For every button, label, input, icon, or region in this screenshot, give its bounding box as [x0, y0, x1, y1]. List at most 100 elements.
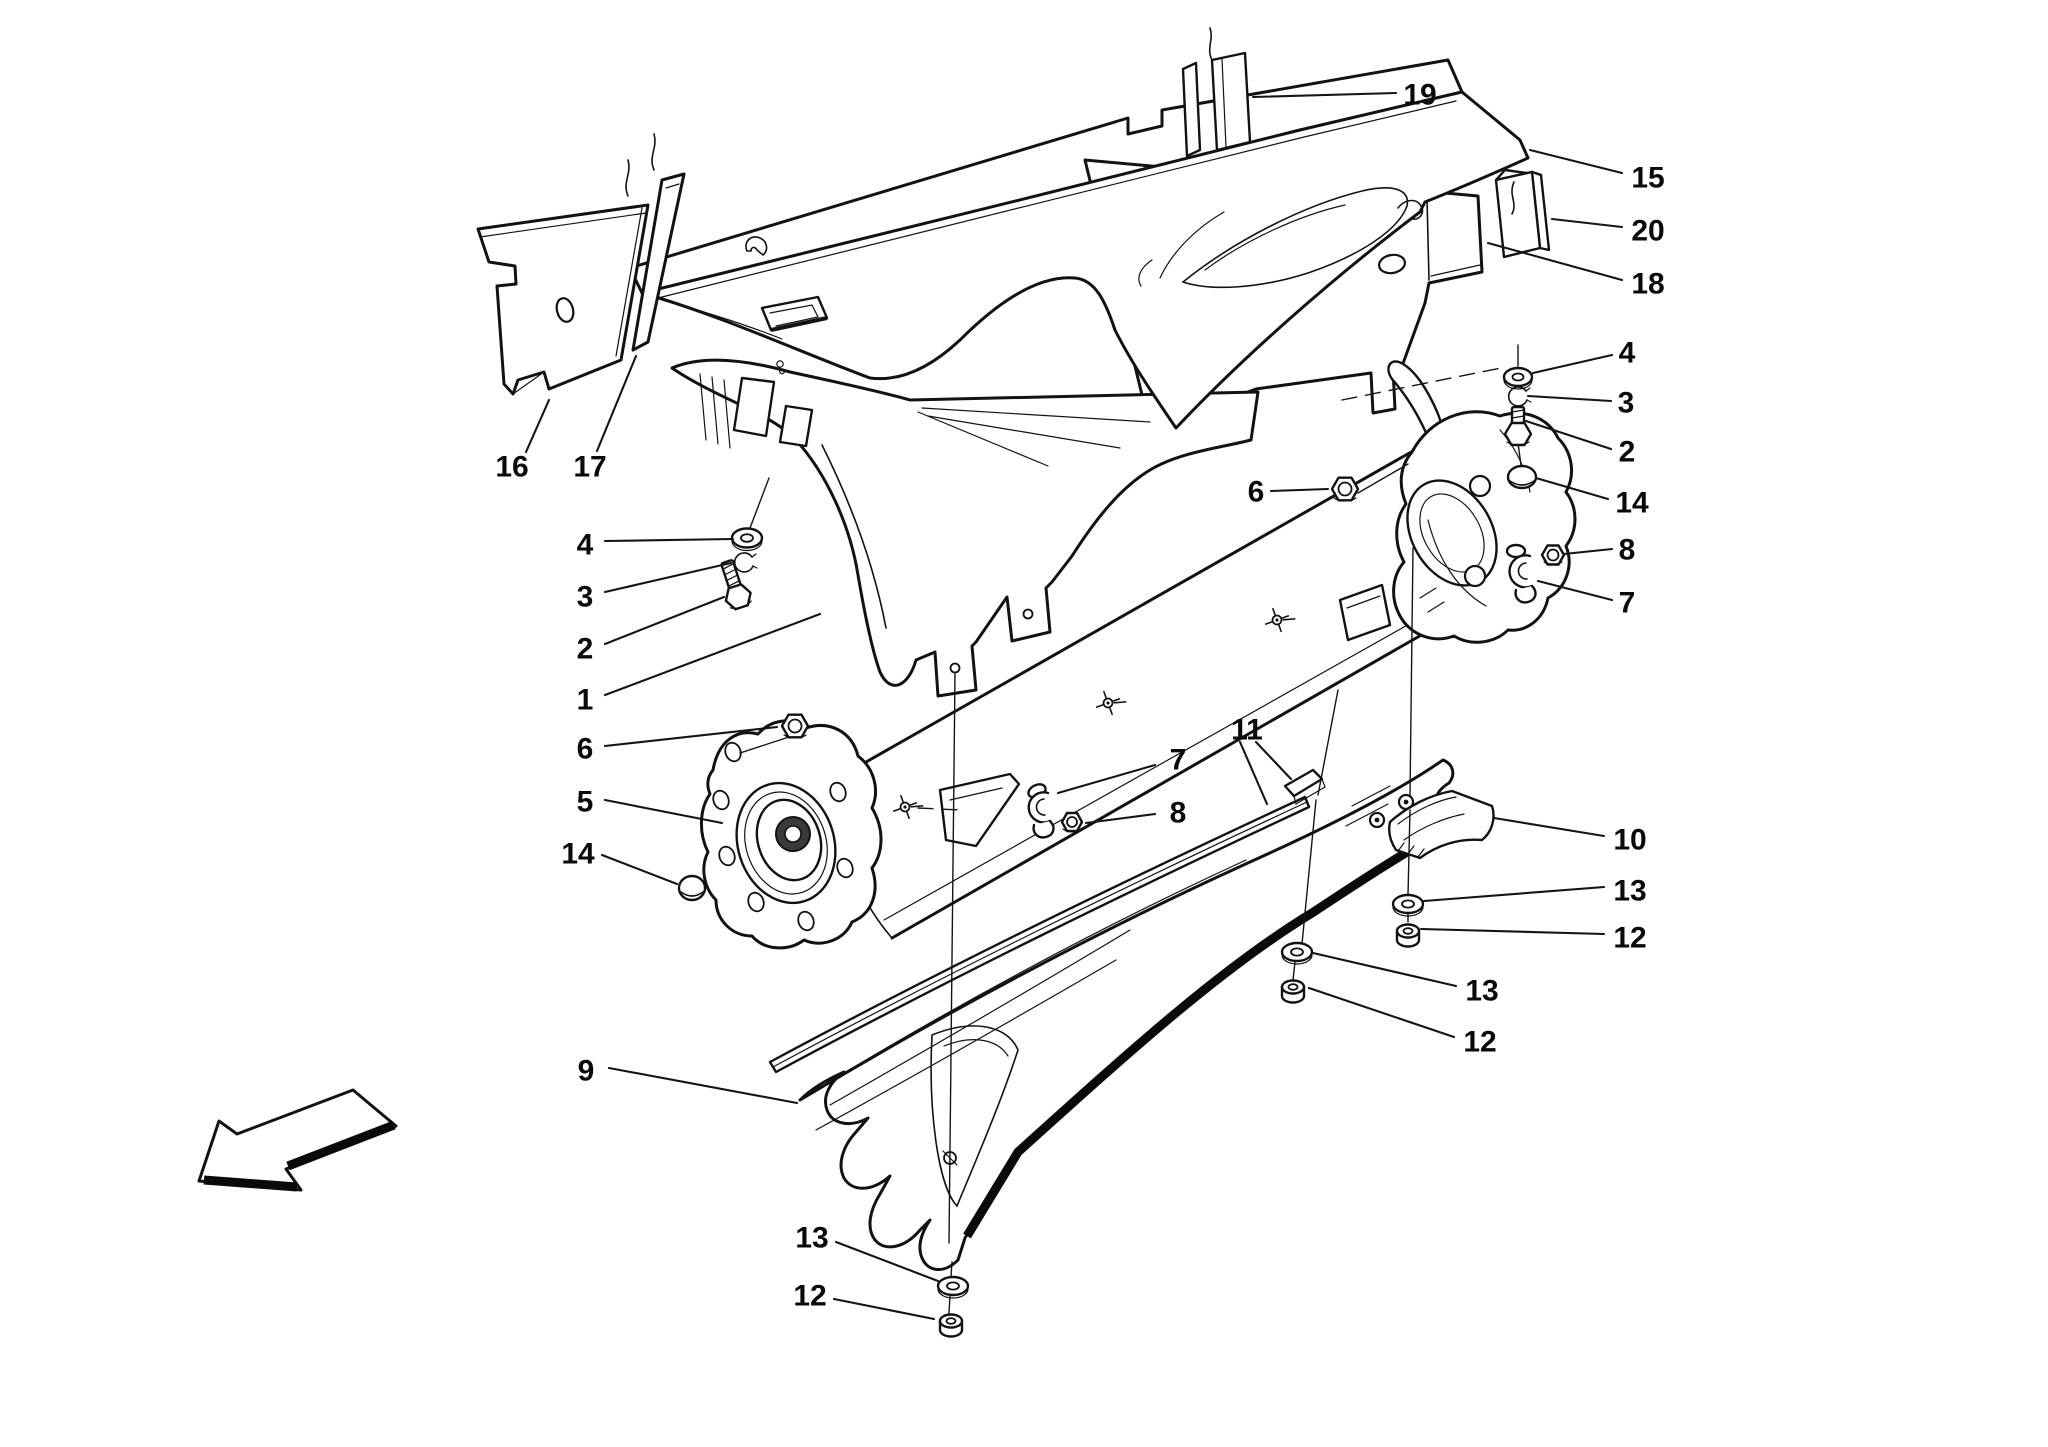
strip-19-b [1210, 51, 1252, 152]
panel-16-right-thickness [615, 207, 643, 357]
leader-2-0 [603, 595, 726, 646]
callout-c16: 16 [495, 451, 528, 484]
callout-c4L: 4 [577, 529, 594, 562]
tunnel-1-outline [670, 358, 1260, 698]
shield-9-arch [930, 1025, 1019, 1208]
cover-15-hump [1181, 187, 1409, 289]
callout-c13R: 13 [1613, 875, 1646, 908]
callout-c7M: 7 [1170, 744, 1187, 777]
shield-9-flow-2 [815, 959, 1117, 1131]
mesh-grille-b [778, 404, 814, 448]
leader-4-0 [603, 537, 735, 543]
cover-15-swirl-2 [1138, 259, 1153, 287]
cover-15-front-line [661, 299, 783, 340]
leader-18-0 [1486, 241, 1624, 282]
heat-strip-19 [1181, 27, 1252, 158]
cover-15-back-thickness [649, 100, 1457, 301]
leader-7-0 [1056, 763, 1157, 795]
callout-c14L: 14 [561, 838, 595, 871]
lock-washer-3-left [733, 552, 758, 573]
flange-hole-7 [829, 781, 847, 803]
axis-p1-mid [1407, 809, 1411, 896]
tube-body [852, 447, 1500, 938]
block-20-flame [1511, 181, 1515, 215]
axis-6r [1357, 463, 1409, 494]
bracket-hatch-1 [1419, 587, 1437, 599]
panel-16-flame [625, 159, 630, 197]
bolt-2-right [1503, 405, 1533, 447]
divider-panel-17 [631, 133, 686, 352]
axis-p3-long [948, 673, 956, 1244]
plate-10-line-1 [1397, 796, 1457, 825]
leader-15-0 [1528, 148, 1624, 175]
leader-7-0 [1536, 579, 1614, 602]
tube-flap-a [938, 772, 1021, 848]
leader-10-0 [1492, 816, 1606, 838]
direction-arrow-group [197, 1088, 398, 1192]
top-cover-15 [640, 90, 1530, 430]
axis-dash-screw [917, 807, 961, 811]
strip-11a-inner [772, 801, 1308, 1068]
panel-17-flame [651, 133, 656, 171]
flange-boss-inner [744, 791, 828, 895]
leader-5-0 [603, 798, 724, 825]
arrow-shadow-edge-0 [286, 1120, 396, 1171]
tunnel-tab-hole-2 [949, 662, 961, 674]
tunnel-s-curve [821, 444, 887, 629]
axis-p2-mid [1301, 799, 1317, 945]
shield-9-shadow-edge [963, 826, 1447, 1239]
callout-c8M: 8 [1170, 797, 1187, 830]
block-20-front [1494, 170, 1542, 259]
cover-15-swirl-1 [1159, 211, 1225, 279]
leader-13-0 [1422, 885, 1606, 903]
callout-c2R: 2 [1619, 436, 1636, 469]
nut-12-bottom [938, 1313, 964, 1338]
bracket-ear-hole-bottom [1463, 564, 1487, 588]
washer-13-bottom [936, 1275, 970, 1299]
tube-top-edge [850, 445, 1422, 772]
strip-19-a [1181, 61, 1202, 158]
axis-dash-18 [1341, 366, 1507, 401]
strip-19-flame [1208, 27, 1213, 61]
leader-3-0 [603, 561, 733, 594]
tunnel-tab-hole-1 [1022, 608, 1034, 620]
leader-3-0 [1526, 394, 1613, 403]
axis-6l [739, 736, 790, 754]
leader-13-0 [834, 1240, 940, 1283]
mesh-grille-a [732, 376, 776, 438]
leader-6-0 [1269, 487, 1330, 493]
leader-11-0 [1238, 740, 1269, 806]
callout-c14R: 14 [1615, 487, 1649, 520]
tunnel-fan-2 [927, 415, 1121, 449]
washer-13-right [1391, 893, 1425, 917]
lock-washer-3-right [1507, 386, 1532, 407]
anchor-mark-icon [776, 360, 786, 375]
flange-hole-5 [797, 910, 815, 932]
bracket-ear-hole-top [1468, 474, 1492, 498]
tunnel-fan-3 [917, 411, 1049, 467]
leader-14-0 [1534, 476, 1610, 501]
shield-9-top-inner [805, 859, 1247, 1097]
leader-12-0 [832, 1297, 936, 1321]
axis-p3-mid [950, 1261, 953, 1278]
tunnel-rib-2 [711, 376, 719, 445]
tube-end-bracket [1387, 360, 1577, 644]
callout-c1: 1 [577, 684, 594, 717]
callout-c6L: 6 [577, 733, 594, 766]
tube-screw-1 [892, 794, 924, 820]
panel-17-crease [665, 183, 680, 189]
callout-c3R: 3 [1618, 387, 1635, 420]
callout-c12M: 12 [1463, 1026, 1496, 1059]
bracket-contour-1 [1427, 519, 1487, 607]
under-shield-assembly [768, 547, 1495, 1338]
leader-8-0 [1562, 547, 1614, 556]
tunnel-rib-3 [723, 379, 731, 449]
callout-c13M: 13 [1465, 975, 1498, 1008]
nut-8-right [1540, 544, 1566, 566]
leader-14-0 [600, 853, 679, 886]
leader-12-0 [1307, 986, 1456, 1039]
panel-18-edge [1430, 264, 1481, 277]
nut-12-right [1395, 923, 1421, 948]
axis-stack-bottom [1517, 442, 1522, 466]
